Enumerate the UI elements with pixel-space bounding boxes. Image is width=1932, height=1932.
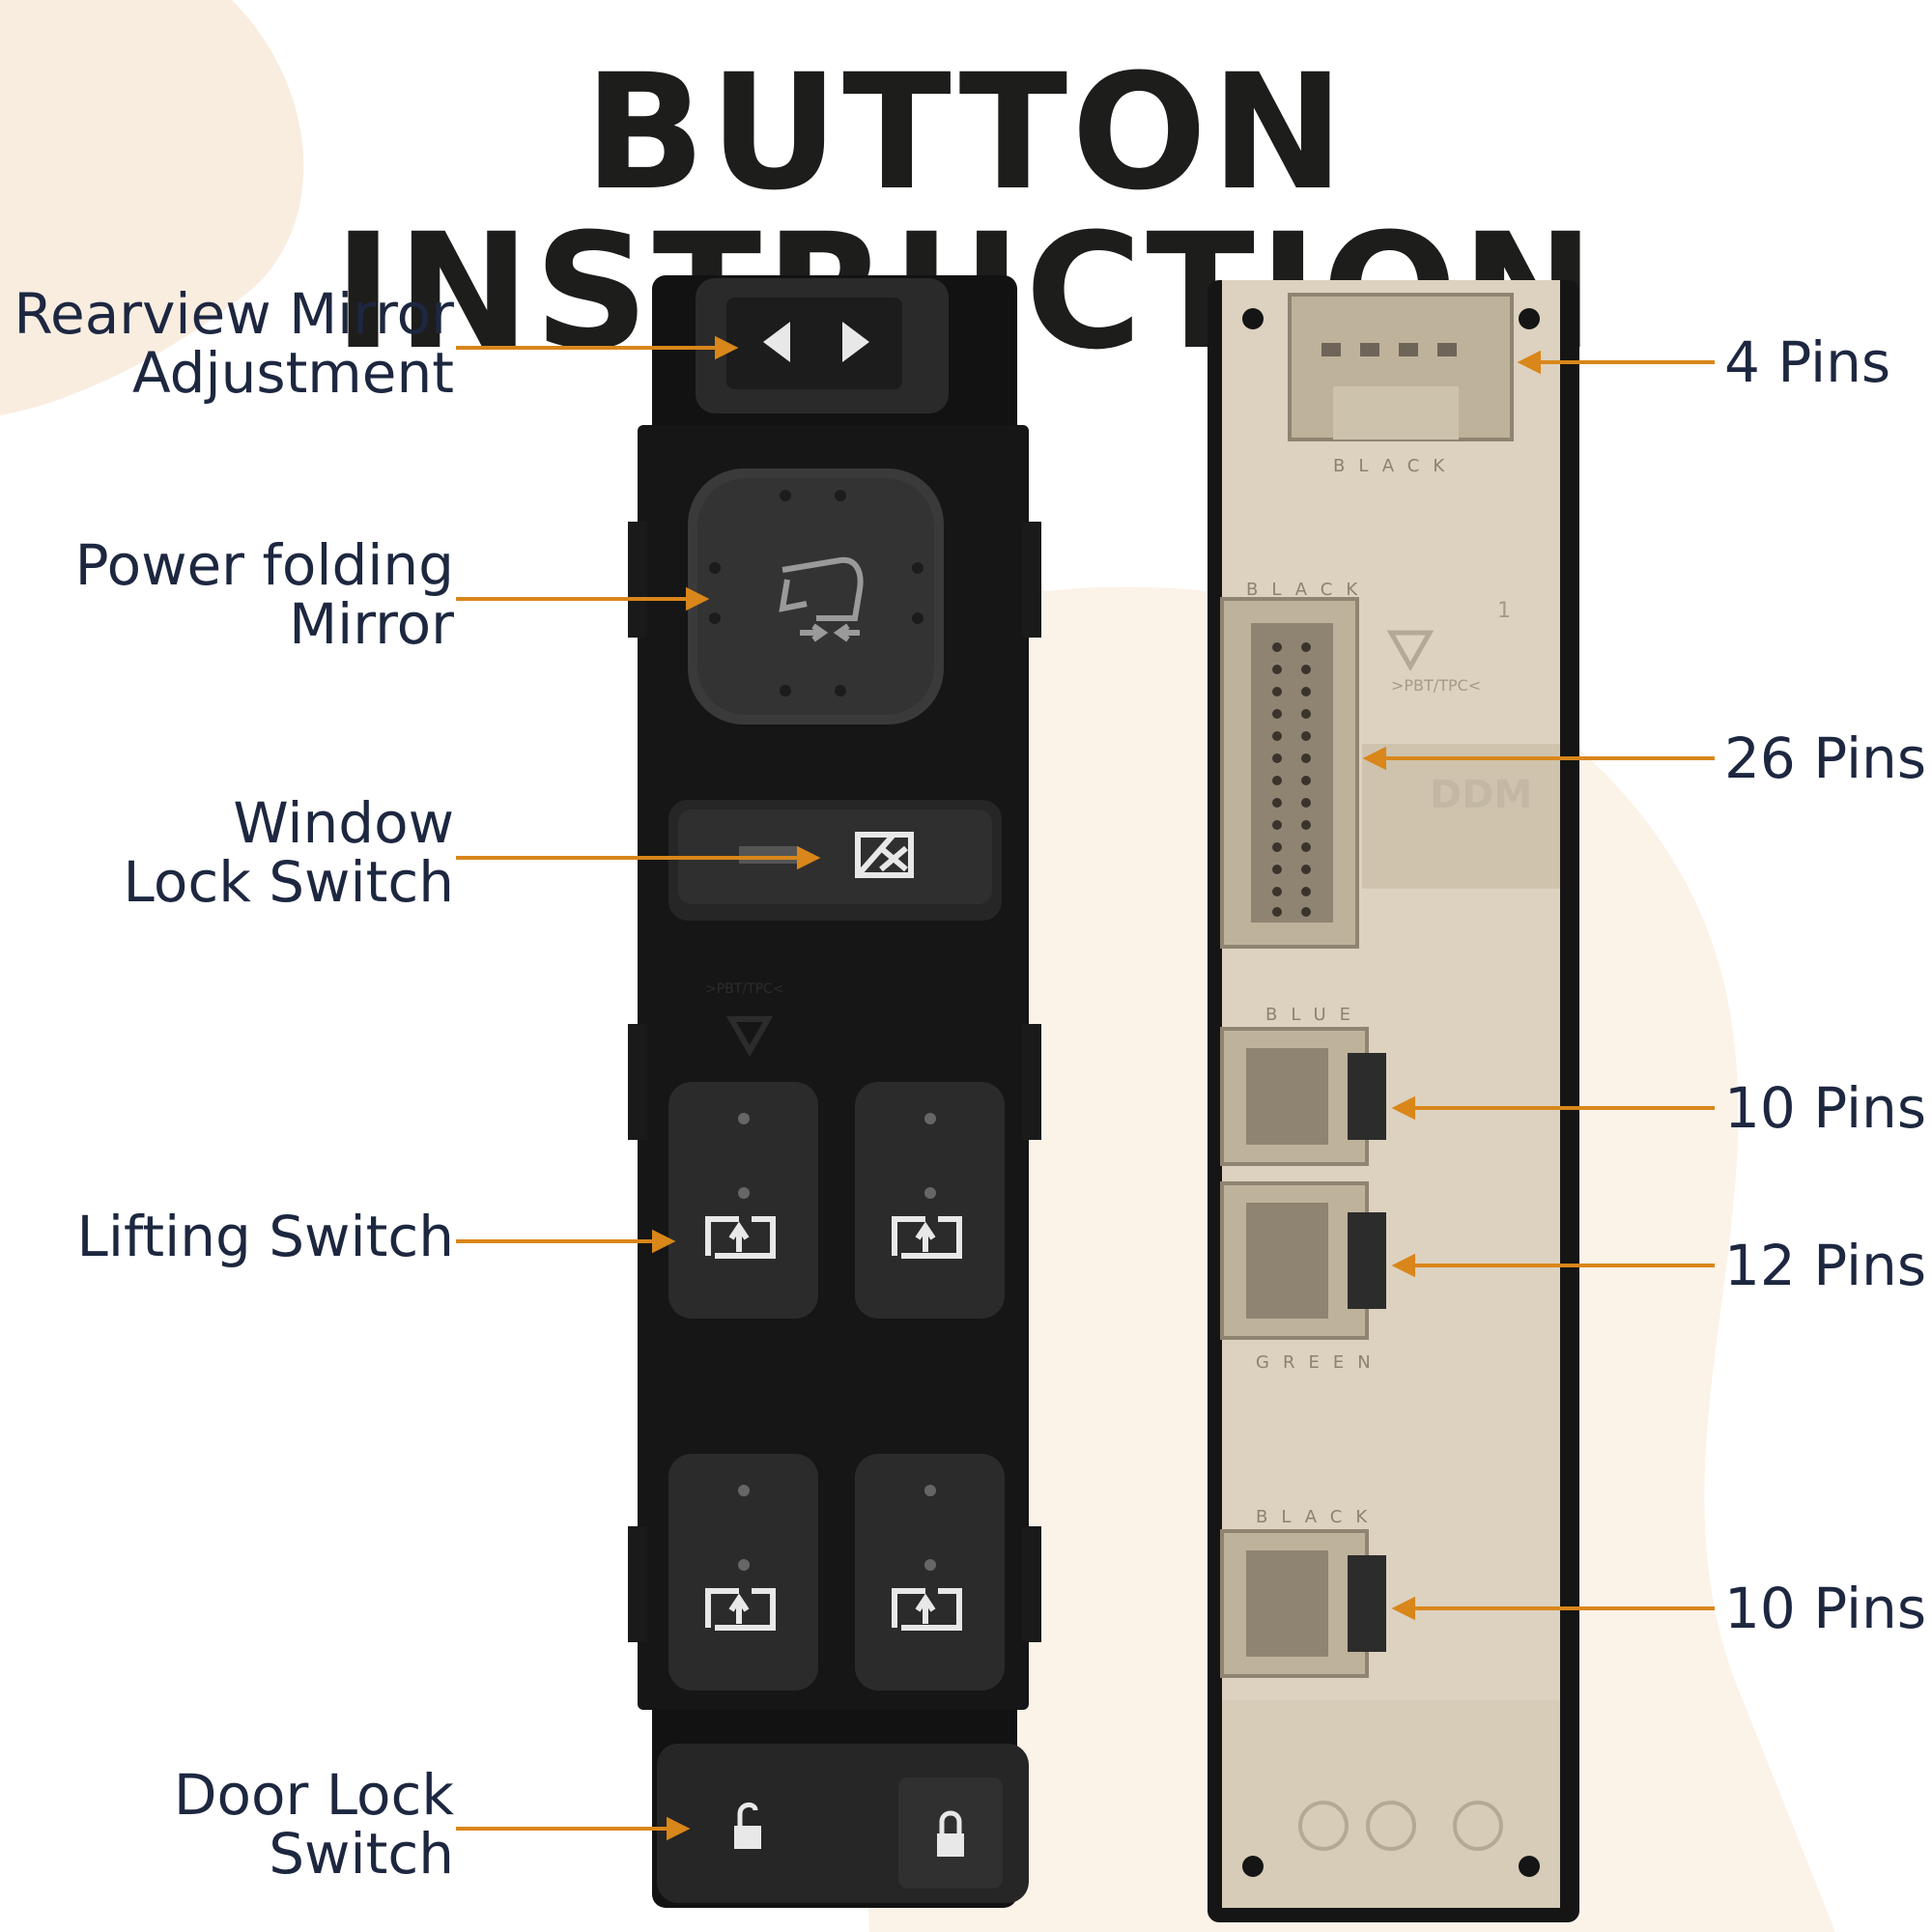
power-fold-mirror-button[interactable] [688,469,944,724]
label-door-lock: Door Lock Switch [173,1762,454,1887]
fold-mirror-icon [779,556,864,642]
window-lift-icon [705,1588,776,1631]
window-lock-switch[interactable] [668,800,1002,921]
unlock-icon [734,1803,761,1849]
lift-switch-rear-left[interactable] [668,1454,818,1690]
label-26-pins: 26 Pins [1724,725,1927,791]
door-lock-switch[interactable] [657,1744,1029,1903]
right-arrow-icon [842,322,869,362]
window-lift-icon [705,1216,776,1259]
marking-black-1: BLACK [1333,456,1459,476]
marking-ddm: DDM [1430,773,1533,817]
marking-black-2: BLACK [1246,580,1372,600]
connector-12-pins-green [1220,1181,1386,1340]
label-lifting-switch: Lifting Switch [76,1204,454,1269]
label-12-pins: 12 Pins [1724,1233,1927,1298]
marking-black-3: BLACK [1256,1507,1381,1527]
marking-recycle-code: >PBT/TPC< [1391,676,1482,695]
label-4-pins: 4 Pins [1724,329,1891,395]
mirror-adjust-button[interactable] [696,278,949,413]
label-power-folding-mirror: Power folding Mirror [74,532,454,657]
recycle-icon [1386,630,1435,672]
label-10-pins-a: 10 Pins [1724,1075,1927,1141]
label-window-lock: Window Lock Switch [123,790,454,915]
label-rearview-mirror: Rearview Mirror Adjustment [14,281,454,406]
recycle-icon: >PBT/TPC< [705,981,784,1058]
marking-green: GREEN [1256,1352,1384,1373]
lift-switch-front-left[interactable] [668,1082,818,1319]
connector-10-pins-blue [1220,1027,1386,1166]
connector-4-pins [1288,293,1514,441]
lift-switch-front-right[interactable] [855,1082,1005,1319]
marking-one: 1 [1497,599,1511,623]
left-arrow-icon [763,322,790,362]
window-lift-icon [892,1588,962,1631]
lift-switch-rear-right[interactable] [855,1454,1005,1690]
window-lock-icon [855,832,914,878]
svg-text:>PBT/TPC<: >PBT/TPC< [705,981,784,997]
lock-icon [937,1810,964,1857]
connector-10-pins-black [1220,1529,1386,1678]
label-10-pins-b: 10 Pins [1724,1576,1927,1641]
connector-26-pins [1220,597,1359,949]
window-lift-icon [892,1216,962,1259]
date-code-dials [1298,1801,1503,1851]
marking-blue: BLUE [1265,1005,1365,1025]
